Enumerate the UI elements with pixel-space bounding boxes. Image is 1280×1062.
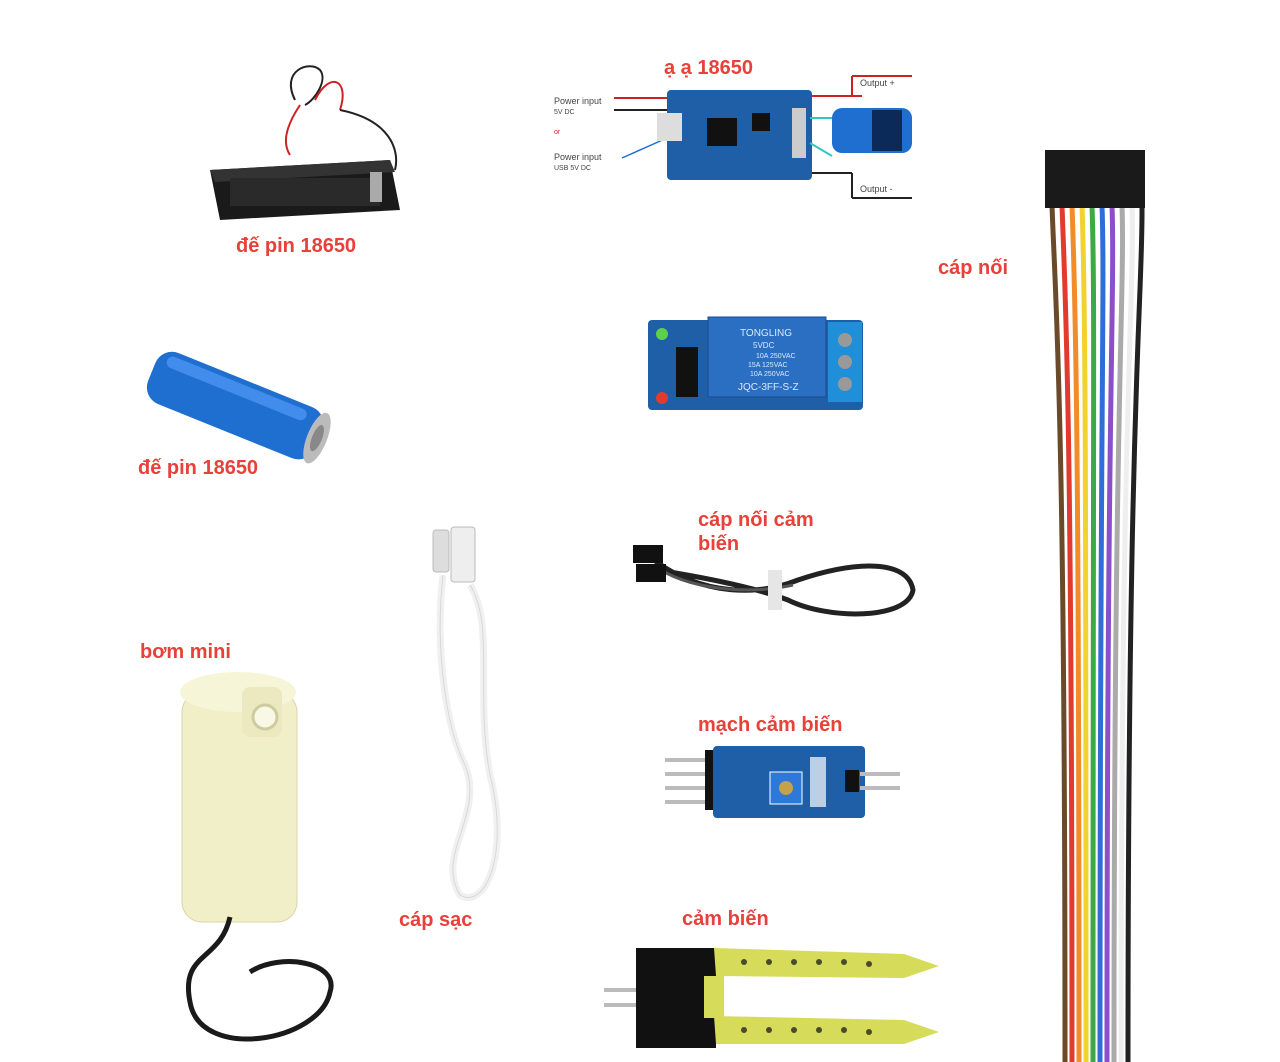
battery-image	[146, 351, 331, 464]
pump-label: bơm mini	[140, 641, 231, 663]
battery-holder-image	[210, 65, 400, 220]
sensor-circuit-image	[665, 746, 900, 818]
or-text: or	[554, 129, 561, 136]
sensor-cable-image	[633, 545, 916, 617]
usb-sub-text: USB 5V DC	[554, 165, 591, 172]
pump-image	[180, 672, 334, 1042]
relay-brand-text: TONGLING	[740, 328, 792, 339]
charging-cable-label: cáp sạc	[399, 909, 473, 931]
relay-rating-3: 10A 250VAC	[750, 371, 790, 378]
battery-label: đế pin 18650	[138, 457, 259, 479]
output-plus-text: Output +	[860, 78, 895, 88]
relay-module-image: TONGLING 5VDC 10A 250VAC 15A 125VAC 10A …	[648, 316, 863, 410]
jumper-cables-image	[1045, 150, 1145, 1062]
output-minus-text: Output -	[860, 184, 893, 194]
dc-sub-text: 5V DC	[554, 109, 575, 116]
relay-model-text: JQC-3FF-S-Z	[738, 382, 799, 393]
charger-module-image: Power input 5V DC or Power input USB 5V …	[554, 75, 912, 199]
battery-holder-label: đế pin 18650	[236, 235, 357, 257]
relay-voltage-text: 5VDC	[753, 341, 775, 350]
power-input-usb-text: Power input	[554, 152, 602, 162]
charger-module-label: ạ ạ 18650	[664, 57, 753, 79]
sensor-circuit-label: mạch cảm biến	[698, 714, 843, 736]
power-input-dc-text: Power input	[554, 96, 602, 106]
relay-rating-2: 15A 125VAC	[748, 362, 788, 369]
sensor-probe-image	[604, 948, 939, 1048]
relay-rating-1: 10A 250VAC	[756, 353, 796, 360]
jumper-cables-label: cáp nối	[938, 257, 1009, 279]
sensor-cable-label: cáp nối cảm biến	[698, 509, 814, 555]
charging-cable-image	[432, 526, 501, 901]
sensor-probe-label: cảm biến	[682, 908, 769, 930]
